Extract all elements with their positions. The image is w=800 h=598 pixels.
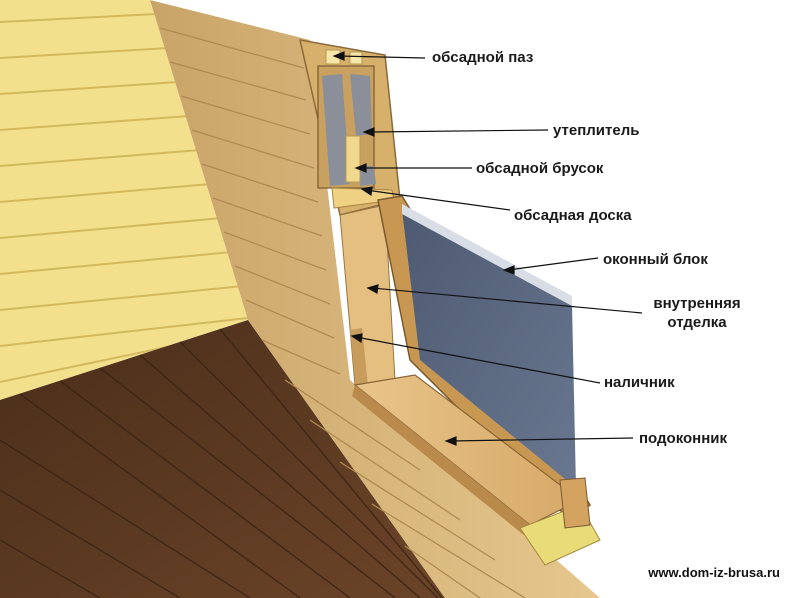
arrowhead-obsadnoy-paz [332,51,345,61]
casing-block [345,135,361,183]
label-obsadnoy-brusok: обсадной брусок [476,160,604,177]
siding-panel [0,0,249,400]
timber-wall [150,0,600,598]
floor-boards [0,320,445,598]
arrowhead-uteplitel [362,127,375,137]
label-obsadnoy-paz: обсадной паз [432,49,534,66]
label-vnutrennyaya-otdelka: внутренняя отделка [640,294,754,332]
label-uteplitel: утеплитель [553,122,640,139]
label-vnutrennyaya-line1: внутренняя [653,295,741,312]
arrowhead-obsadnaya-doska [360,186,373,197]
arrowhead-vnutrennyaya-otdelka [366,284,379,294]
leader-vnutrennyaya-otdelka [371,287,643,314]
leader-uteplitel [367,129,549,133]
leader-nalichnik [355,336,601,384]
leader-obsadnaya-doska [365,189,511,211]
arrowhead-okonny-blok [502,265,515,275]
leader-lines [332,51,643,446]
label-nalichnik: наличник [604,374,675,391]
leader-okonny-blok [507,257,599,271]
label-obsadnaya-doska: обсадная доска [514,207,632,224]
leader-podokonnik [449,437,634,442]
arrowhead-podokonnik [444,436,457,446]
casing-groove [325,49,363,65]
label-podokonnik: подоконник [639,430,728,447]
arrowhead-obsadnoy-brusok [354,163,367,173]
window-sill [352,374,601,566]
arrowhead-nalichnik [350,333,363,344]
label-vnutrennyaya-line2: отделка [667,314,727,331]
leader-obsadnoy-paz [337,55,426,59]
insulation [322,74,376,186]
label-okonny-blok: оконный блок [603,251,708,268]
site-watermark: www.dom-iz-brusa.ru [648,565,780,580]
